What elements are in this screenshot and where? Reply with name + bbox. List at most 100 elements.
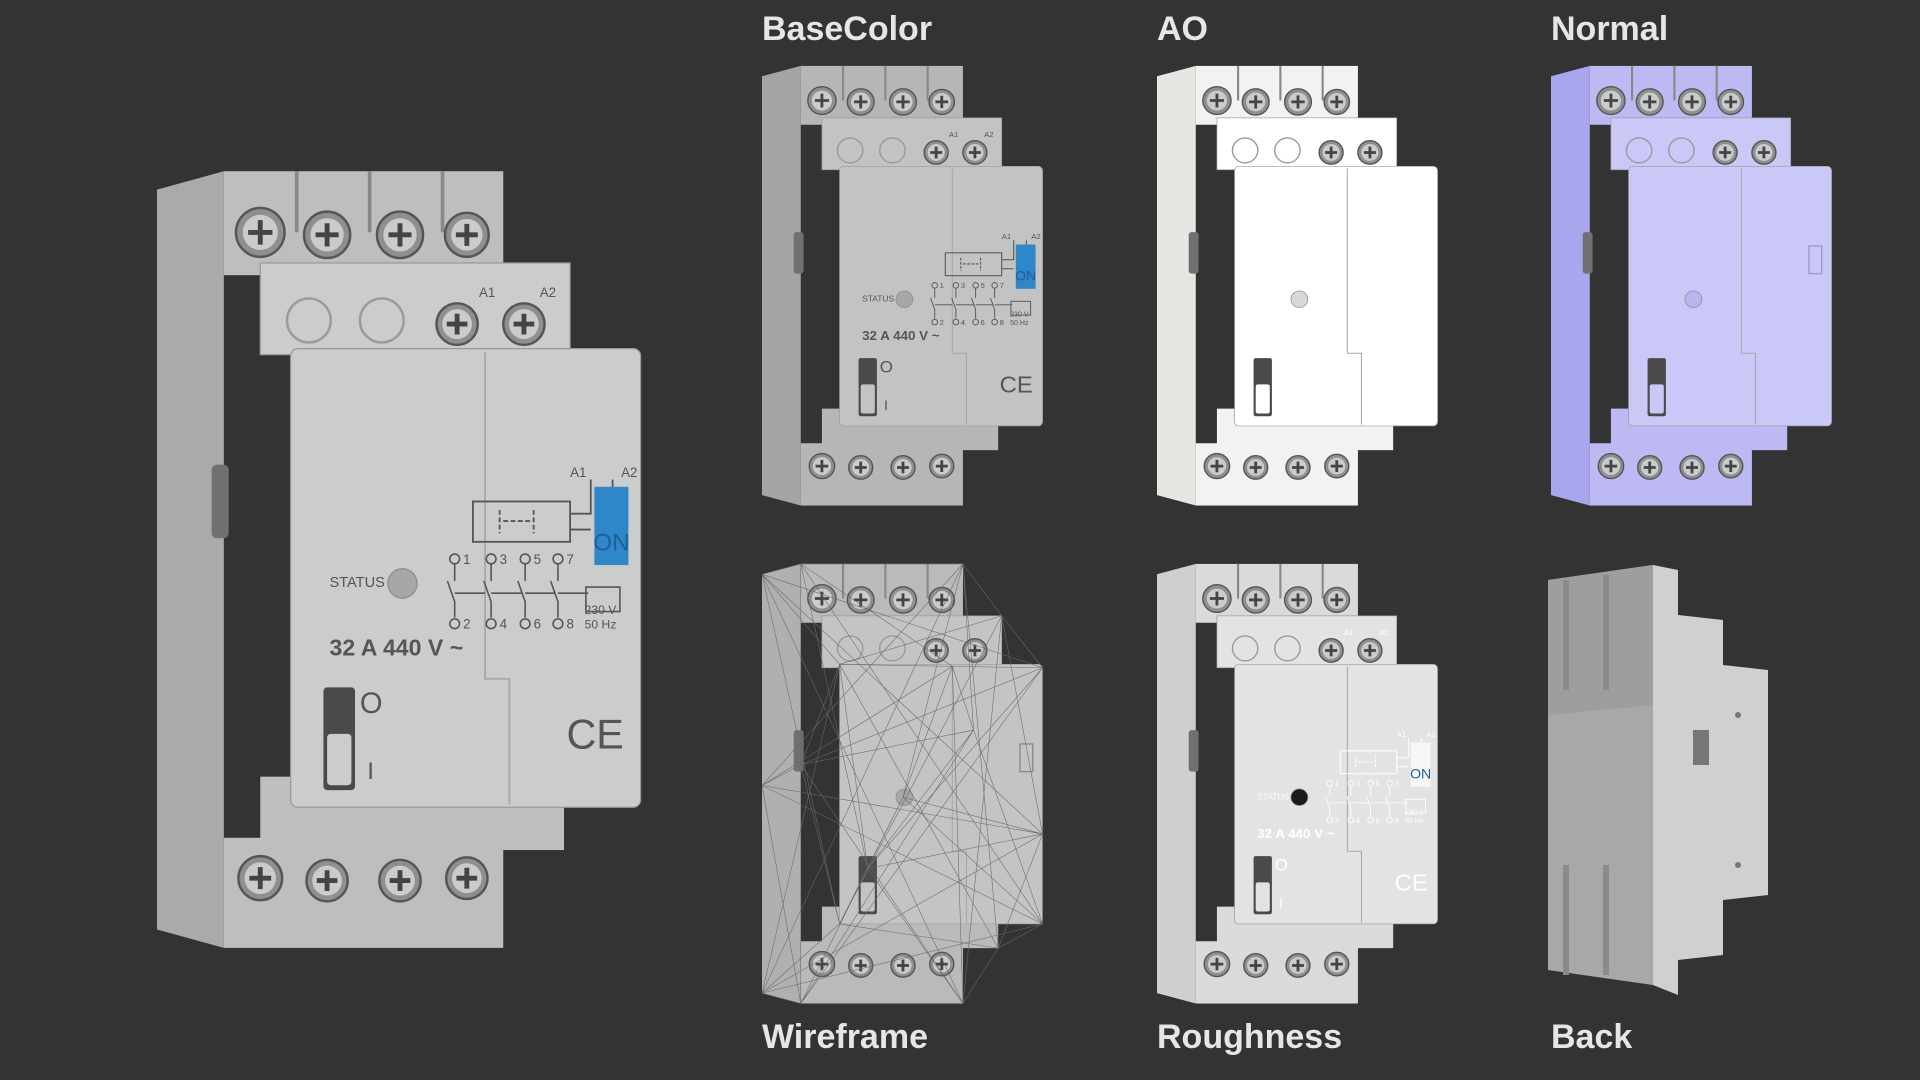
terminal-screw-icon <box>1323 88 1351 116</box>
terminal-screw-icon <box>502 302 546 347</box>
label-a2: A2 <box>1379 628 1388 637</box>
terminal-number: 6 <box>1376 816 1380 825</box>
terminal-screw-icon <box>435 302 479 347</box>
terminal-screw-icon <box>1318 140 1344 165</box>
label-switch-on: I <box>367 758 374 785</box>
terminal-screw-icon <box>1243 953 1269 978</box>
terminal-screw-icon <box>929 453 955 479</box>
terminal-screw-icon <box>1357 140 1383 165</box>
terminal-number: 7 <box>1000 281 1004 290</box>
terminal-number: 5 <box>1376 779 1380 788</box>
terminal-number: 3 <box>1356 779 1360 788</box>
label-ao: AO <box>1157 10 1208 48</box>
terminal-screw-icon <box>929 951 955 977</box>
label-diagram-a2: A2 <box>621 465 637 480</box>
terminal-number: 6 <box>534 617 541 632</box>
terminal-screw-icon <box>234 206 286 259</box>
ce-mark: CE <box>1395 870 1428 897</box>
label-diagram-a1: A1 <box>1397 730 1406 739</box>
label-switch-on: I <box>884 397 888 413</box>
terminal-screw-icon <box>378 858 422 903</box>
terminal-screw-icon <box>1324 453 1350 479</box>
terminal-screw-icon <box>305 858 349 903</box>
terminal-screw-icon <box>890 455 916 480</box>
label-voltage: 230 V <box>1010 312 1029 319</box>
label-back: Back <box>1551 1018 1633 1056</box>
terminal-number: 4 <box>961 318 966 327</box>
render-ao <box>1157 59 1439 509</box>
label-on: ON <box>593 529 629 556</box>
label-switch-on: I <box>1279 895 1283 911</box>
label-a1: A1 <box>1344 628 1353 637</box>
terminal-number: 2 <box>940 318 944 327</box>
terminal-screw-icon <box>1203 950 1231 978</box>
label-normal: Normal <box>1551 10 1669 48</box>
terminal-number: 5 <box>534 552 541 567</box>
label-switch-off: O <box>880 358 893 377</box>
terminal-number: 7 <box>1395 779 1399 788</box>
label-frequency: 50 Hz <box>1010 320 1029 327</box>
label-a2: A2 <box>540 285 556 300</box>
terminal-screw-icon <box>1717 88 1745 116</box>
terminal-screw-icon <box>1712 140 1738 165</box>
render-normal <box>1551 59 1833 509</box>
terminal-screw-icon <box>1283 88 1313 116</box>
terminal-screw-icon <box>1357 638 1383 663</box>
mounting-slot-icon <box>1693 730 1709 765</box>
label-voltage: 230 V <box>1405 810 1424 817</box>
terminal-number: 2 <box>1335 816 1339 825</box>
terminal-number: 6 <box>981 318 985 327</box>
terminal-screw-icon <box>443 211 490 259</box>
terminal-screw-icon <box>890 953 916 978</box>
label-basecolor: BaseColor <box>762 10 933 48</box>
label-status: STATUS <box>1257 791 1289 801</box>
label-roughness: Roughness <box>1157 1018 1343 1056</box>
label-rating: 32 A 440 V ~ <box>1257 826 1335 841</box>
terminal-screw-icon <box>1635 88 1664 116</box>
terminal-screw-icon <box>846 88 875 116</box>
terminal-screw-icon <box>1751 140 1777 165</box>
terminal-number: 1 <box>1335 779 1339 788</box>
terminal-screw-icon <box>237 854 284 902</box>
terminal-screw-icon <box>444 856 489 901</box>
terminal-screw-icon <box>962 140 988 165</box>
label-a1: A1 <box>949 130 958 139</box>
terminal-screw-icon <box>928 88 956 116</box>
label-rating: 32 A 440 V ~ <box>862 328 940 343</box>
terminal-screw-icon <box>848 953 874 978</box>
status-led-icon <box>387 568 418 599</box>
terminal-screw-icon <box>923 140 949 165</box>
terminal-screw-icon <box>888 586 918 614</box>
terminal-screw-icon <box>1677 88 1707 116</box>
status-led-icon <box>895 290 914 308</box>
terminal-screw-icon <box>846 586 875 614</box>
terminal-screw-icon <box>302 210 352 260</box>
terminal-number: 4 <box>1356 816 1361 825</box>
terminal-number: 4 <box>500 617 508 632</box>
terminal-screw-icon <box>1637 455 1663 480</box>
terminal-screw-icon <box>1241 88 1270 116</box>
label-diagram-a1: A1 <box>1002 232 1011 241</box>
wireframe-mesh <box>761 563 1043 1004</box>
label-frequency: 50 Hz <box>585 618 617 632</box>
terminal-number: 1 <box>463 552 470 567</box>
label-on: ON <box>1015 268 1036 284</box>
terminal-screw-icon <box>1202 584 1232 614</box>
status-led-icon <box>1290 290 1309 308</box>
on-indicator-window <box>1410 742 1431 787</box>
terminal-screw-icon <box>848 455 874 480</box>
status-led-icon <box>1684 290 1703 308</box>
terminal-number: 5 <box>981 281 985 290</box>
terminal-screw-icon <box>1285 455 1311 480</box>
label-switch-off: O <box>360 688 383 720</box>
terminal-screw-icon <box>1283 586 1313 614</box>
label-frequency: 50 Hz <box>1405 818 1424 825</box>
render-wireframe <box>761 557 1044 1007</box>
terminal-screw-icon <box>923 638 949 663</box>
terminal-screw-icon <box>1679 455 1705 480</box>
wiring-diagram-icon <box>930 240 1032 326</box>
terminal-screw-icon <box>1243 455 1269 480</box>
terminal-screw-icon <box>1596 86 1626 116</box>
